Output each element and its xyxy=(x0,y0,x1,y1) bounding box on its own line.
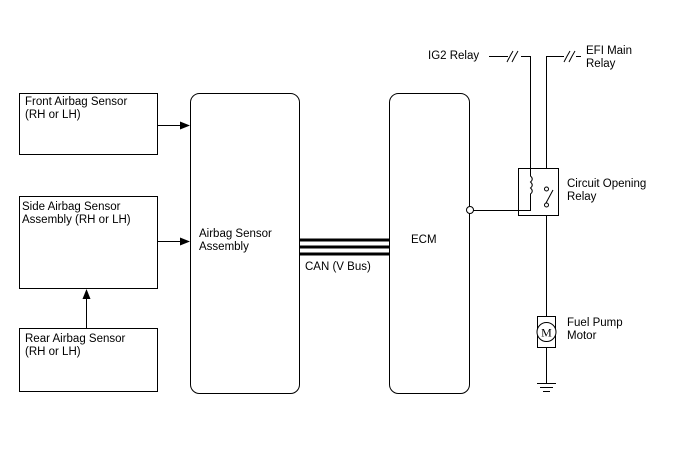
front-airbag-sensor-box xyxy=(19,93,158,155)
motor-line2: Motor xyxy=(567,330,597,342)
can-bus xyxy=(300,238,389,256)
ig2-break-mark xyxy=(506,50,519,63)
relay-coil xyxy=(529,168,533,210)
efi-main-relay-label: EFI Main Relay xyxy=(586,45,632,71)
efi-break-mark xyxy=(563,50,576,63)
rear-sensor-line2: (RH or LH) xyxy=(25,346,81,358)
efi-line2: Relay xyxy=(586,58,616,70)
relay-contact-bottom xyxy=(544,202,549,208)
circuit-opening-line2: Relay xyxy=(567,191,597,203)
front-airbag-sensor-label: Front Airbag Sensor (RH or LH) xyxy=(25,96,127,122)
rear-airbag-sensor-box xyxy=(19,328,158,392)
circuit-opening-line1: Circuit Opening xyxy=(567,178,647,190)
relay-switch-blade xyxy=(545,189,554,204)
airbag-assembly-line2: Assembly xyxy=(199,241,249,253)
ecm-terminal xyxy=(466,206,474,214)
efi-line1: EFI Main xyxy=(586,45,633,57)
motor-symbol: M xyxy=(541,326,552,340)
fuel-pump-motor-icon xyxy=(536,322,557,342)
relay-contact-top xyxy=(544,186,549,192)
rear-airbag-sensor-label: Rear Airbag Sensor (RH or LH) xyxy=(25,333,125,359)
can-bus-label: CAN (V Bus) xyxy=(305,261,371,273)
side-airbag-sensor-label: Side Airbag Sensor Assembly (RH or LH) xyxy=(22,201,131,227)
ig2-relay-label: IG2 Relay xyxy=(428,50,480,62)
efi-relay-wire xyxy=(546,56,581,168)
side-sensor-line1: Side Airbag Sensor xyxy=(22,201,121,213)
ecm-box xyxy=(389,93,470,394)
front-sensor-line2: (RH or LH) xyxy=(25,109,81,121)
fuel-pump-motor-label: Fuel Pump Motor xyxy=(567,317,623,343)
front-sensor-line1: Front Airbag Sensor xyxy=(25,96,128,108)
motor-line1: Fuel Pump xyxy=(567,317,623,329)
ecm-label: ECM xyxy=(411,234,437,246)
ground-icon xyxy=(537,383,556,392)
circuit-opening-relay-box xyxy=(518,168,559,216)
ig2-relay-wire xyxy=(489,56,531,168)
airbag-assembly-line1: Airbag Sensor xyxy=(199,228,272,240)
rear-sensor-line1: Rear Airbag Sensor xyxy=(25,333,126,345)
airbag-sensor-assembly-box xyxy=(190,93,300,394)
side-airbag-sensor-box xyxy=(19,196,158,289)
airbag-sensor-assembly-label: Airbag Sensor Assembly xyxy=(199,228,272,254)
circuit-opening-relay-label: Circuit Opening Relay xyxy=(567,178,646,204)
side-sensor-line2: Assembly (RH or LH) xyxy=(22,214,131,226)
